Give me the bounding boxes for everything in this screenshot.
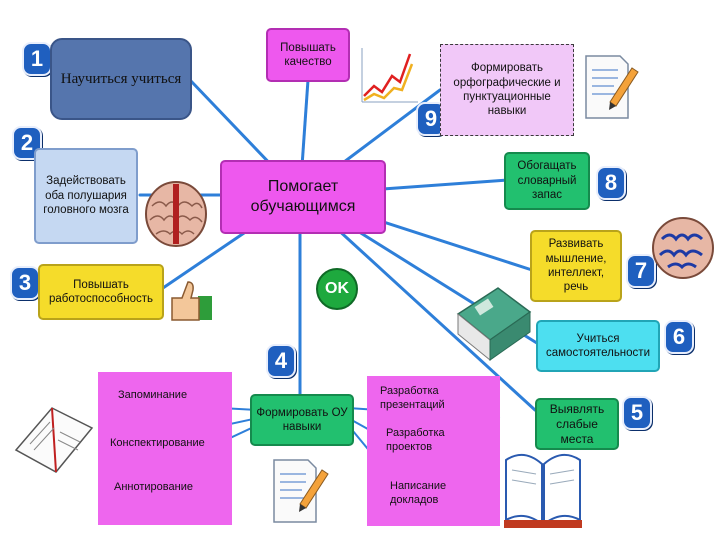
study-skills-label: Формировать ОУ навыки xyxy=(256,406,348,433)
weak-spots-box[interactable]: Выявлять слабые места xyxy=(535,398,619,450)
learn-to-learn-box[interactable]: Научиться учиться xyxy=(50,38,192,120)
spelling-label: Формировать орфографические и пунктуацио… xyxy=(453,62,561,118)
brain-icon xyxy=(652,217,714,279)
notebook-icon xyxy=(14,407,94,473)
memorize-panel xyxy=(98,372,232,525)
annotation-item: Аннотирование xyxy=(114,481,193,493)
number-8-badge: 8 xyxy=(596,166,626,200)
vocabulary-label: Обогащать словарный запас xyxy=(517,160,577,202)
book-icon xyxy=(456,287,532,362)
number-6-badge: 6 xyxy=(664,320,694,354)
number-1-badge: 1 xyxy=(22,42,52,76)
study-skills-box[interactable]: Формировать ОУ навыки xyxy=(250,394,354,446)
spelling-box[interactable]: Формировать орфографические и пунктуацио… xyxy=(440,44,574,136)
projects-panel xyxy=(367,376,500,526)
vocabulary-box[interactable]: Обогащать словарный запас xyxy=(504,152,590,210)
thinking-label: Развивать мышление, интеллект, речь xyxy=(545,238,607,294)
quality-label: Повышать качество xyxy=(280,41,336,68)
number-3-badge: 3 xyxy=(10,266,40,300)
ok-icon: OK xyxy=(316,268,358,310)
number-7-badge: 7 xyxy=(626,254,656,288)
brain-hemispheres-label: Задействовать оба полушария головного мо… xyxy=(43,175,129,217)
document-pencil-icon xyxy=(585,55,639,119)
projects-item: Разработка проектов xyxy=(386,427,445,453)
independence-box[interactable]: Учиться самостоятельности xyxy=(536,320,660,372)
memorize-item: Запоминание xyxy=(118,389,188,401)
number-5-badge: 5 xyxy=(622,396,652,430)
brain-icon xyxy=(145,181,207,247)
weak-spots-label: Выявлять слабые места xyxy=(549,401,605,446)
ok-label: OK xyxy=(325,280,349,297)
note-taking-item: Конспектирование xyxy=(110,437,205,449)
center-helps-students[interactable]: Помогает обучающимся xyxy=(220,160,386,234)
reports-item: Написание докладов xyxy=(390,480,447,506)
learn-to-learn-label: Научиться учиться xyxy=(60,70,182,87)
number-4-badge: 4 xyxy=(266,344,296,378)
independence-label: Учиться самостоятельности xyxy=(546,332,650,359)
thumbs-up-icon xyxy=(171,281,212,321)
efficiency-label: Повышать работоспособность xyxy=(48,278,154,305)
thinking-box[interactable]: Развивать мышление, интеллект, речь xyxy=(530,230,622,302)
quality-box[interactable]: Повышать качество xyxy=(266,28,350,82)
open-book-icon xyxy=(504,453,582,528)
document-pencil-icon xyxy=(273,459,329,523)
presentations-item: Разработка презентаций xyxy=(380,385,445,411)
growth-chart-icon xyxy=(361,48,418,103)
efficiency-box[interactable]: Повышать работоспособность xyxy=(38,264,164,320)
brain-hemispheres-box[interactable]: Задействовать оба полушария головного мо… xyxy=(34,148,138,244)
center-label: Помогает обучающимся xyxy=(250,178,356,215)
